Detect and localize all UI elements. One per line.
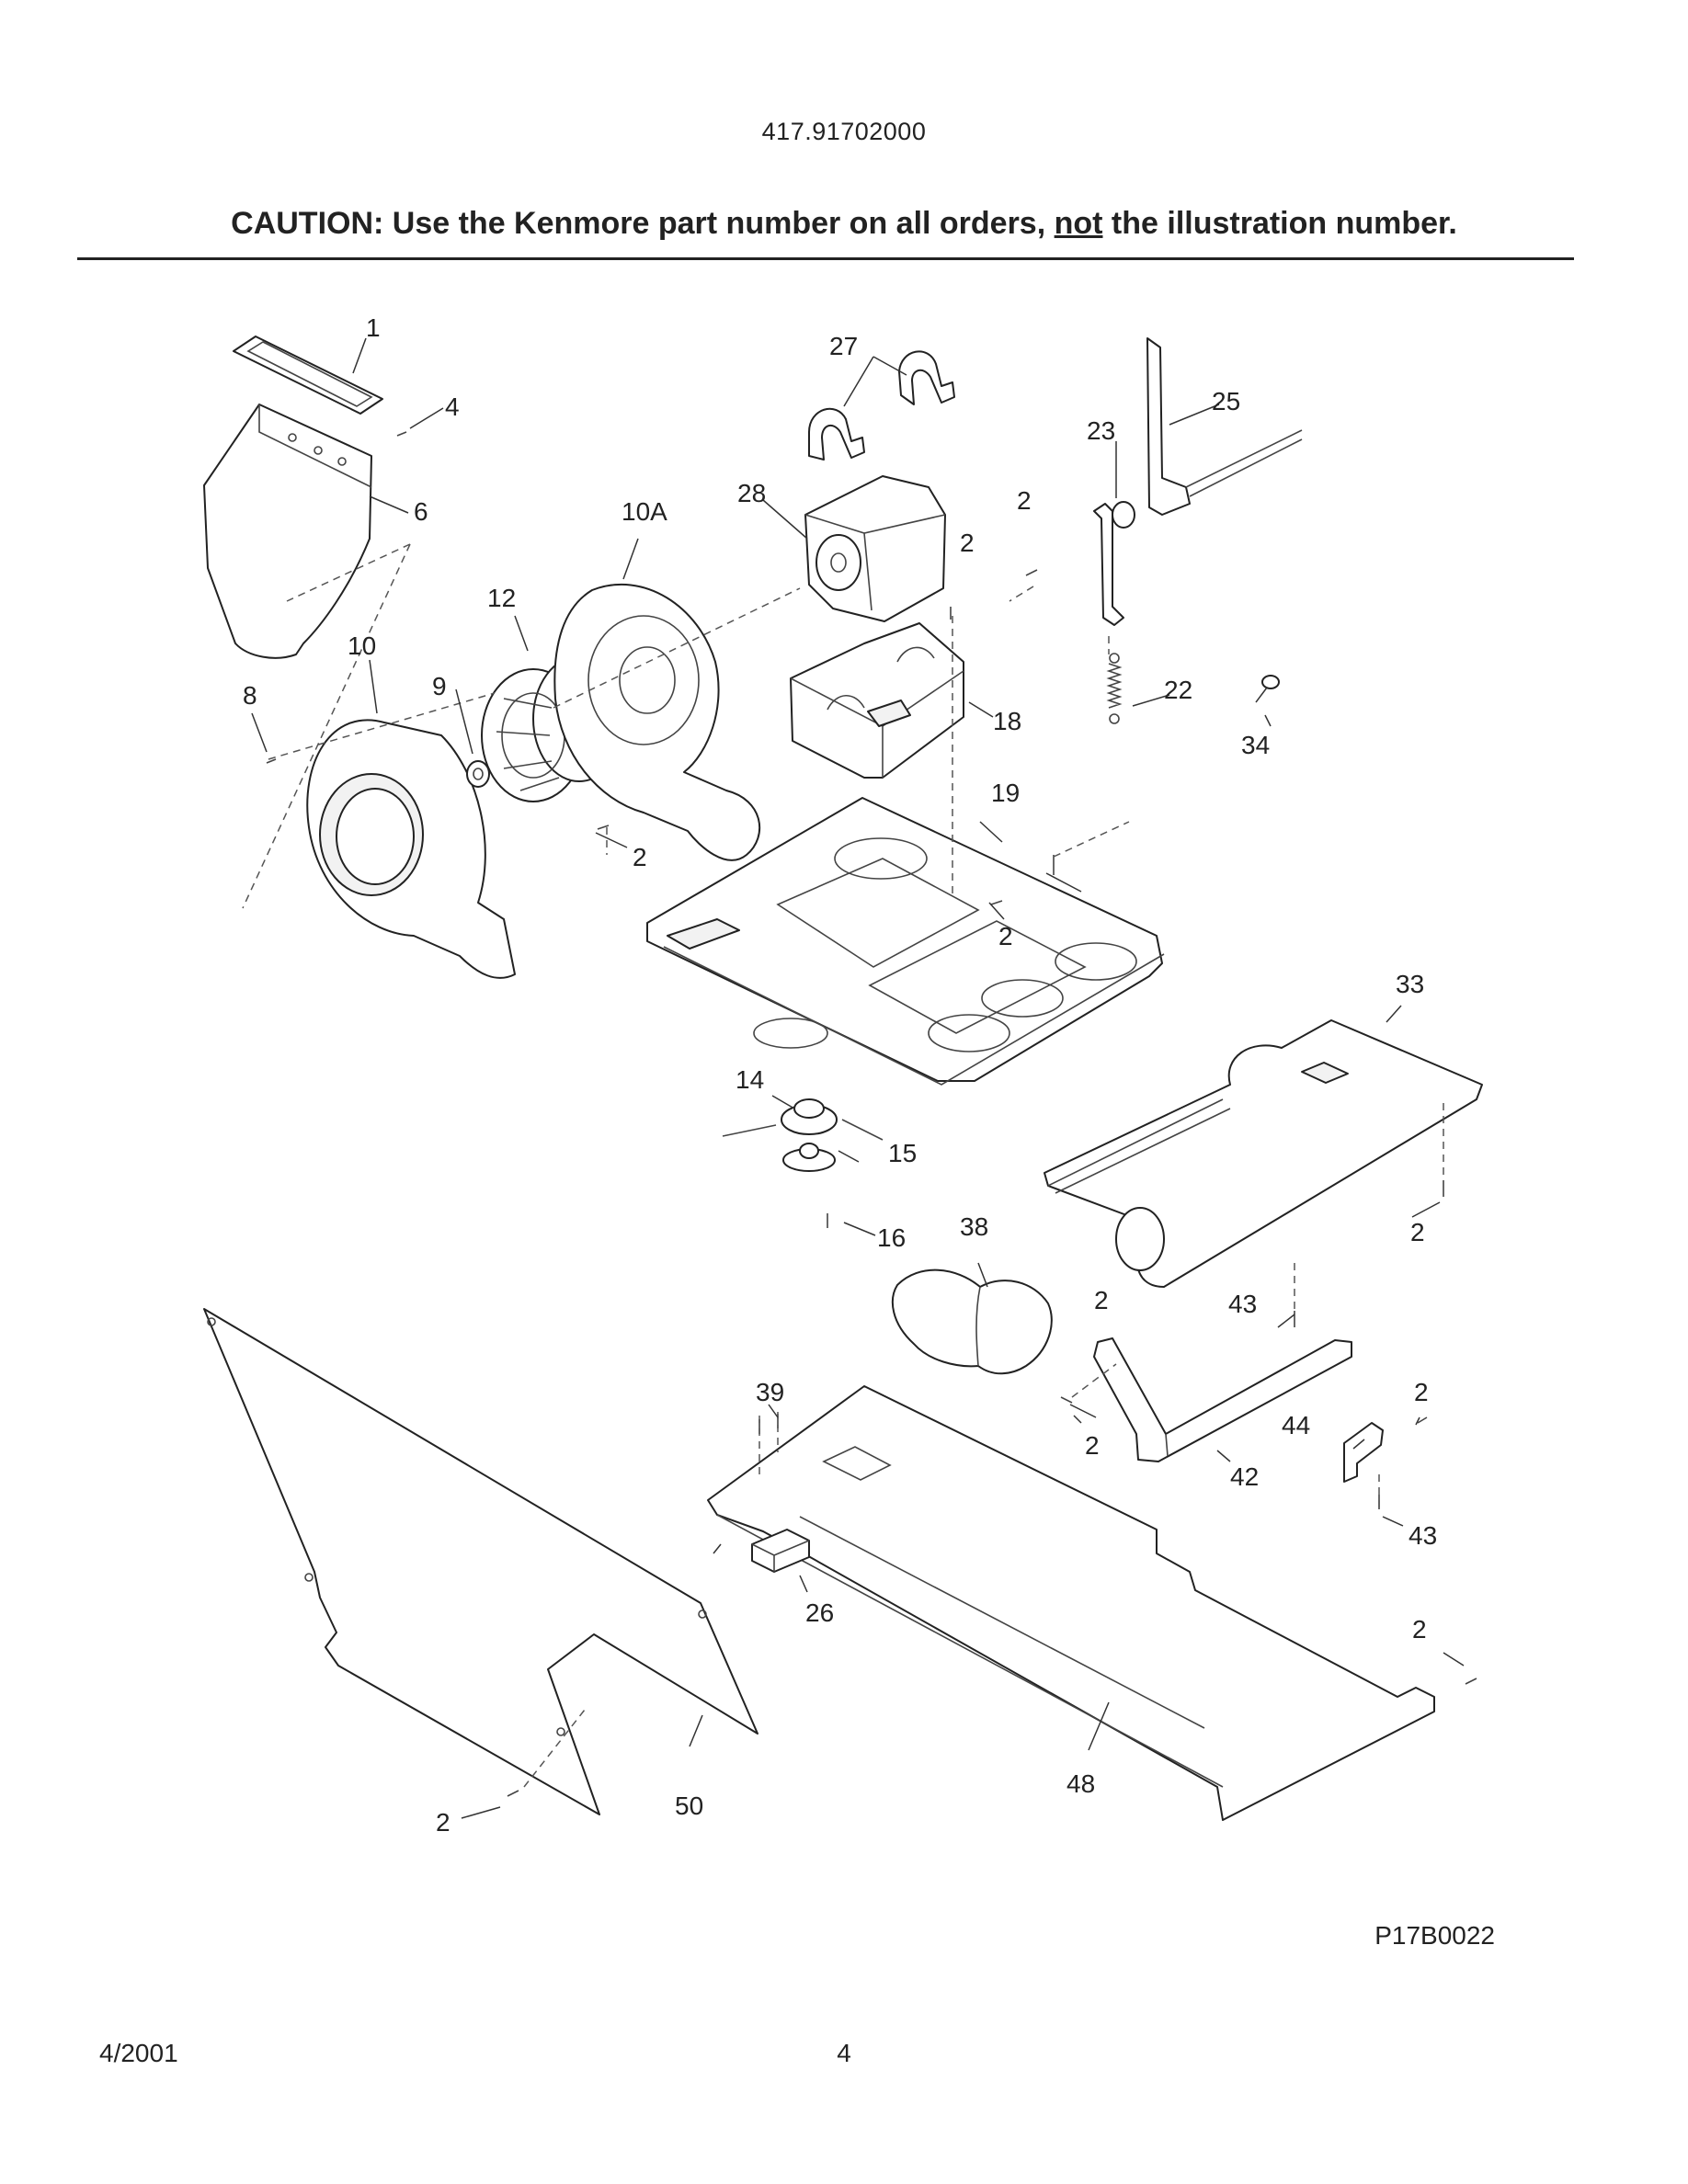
assembly-lines <box>242 543 1444 1788</box>
callout-1: 1 <box>366 313 381 342</box>
callout-4: 4 <box>445 392 460 421</box>
part-14-thermostat <box>722 1098 884 1141</box>
callout-48: 48 <box>1066 1769 1095 1798</box>
callout-2-panel: 2 <box>1410 1218 1425 1246</box>
part-1-gasket <box>233 336 383 415</box>
part-44-bracket <box>1343 1422 1384 1483</box>
callout-10: 10 <box>348 631 376 660</box>
callout-25: 25 <box>1212 387 1240 415</box>
callout-44: 44 <box>1282 1411 1310 1439</box>
part-50-side-panel <box>203 1308 758 1815</box>
part-33-panel <box>1044 1019 1483 1288</box>
footer-date: 4/2001 <box>99 2039 178 2067</box>
callout-39: 39 <box>756 1378 784 1406</box>
callout-2-rail-left: 2 <box>1085 1431 1100 1460</box>
callout-43-bottom: 43 <box>1409 1521 1437 1550</box>
page-number: 4 <box>837 2039 851 2067</box>
callout-38: 38 <box>960 1212 988 1241</box>
leader-lines <box>251 337 1465 1819</box>
part-19-base-plate <box>646 797 1165 1086</box>
part-22-spring <box>1106 653 1123 724</box>
part-34-screw <box>1255 675 1280 703</box>
callout-9: 9 <box>432 672 447 700</box>
callout-labels: 1 4 6 10A 12 10 9 8 2 27 28 2 2 23 25 18… <box>243 313 1437 1837</box>
part-38-elbow-duct <box>891 1268 1053 1375</box>
callout-15: 15 <box>888 1139 917 1167</box>
caution-notice: CAUTION: Use the Kenmore part number on … <box>0 206 1688 242</box>
callout-50: 50 <box>675 1792 703 1820</box>
callout-2-elbow: 2 <box>1094 1286 1109 1314</box>
callout-10a: 10A <box>622 497 667 526</box>
part-25-bracket <box>1146 337 1303 516</box>
callout-2-motor: 2 <box>960 529 975 557</box>
callout-18: 18 <box>993 707 1021 735</box>
callout-12: 12 <box>487 584 516 612</box>
header-divider <box>77 257 1574 260</box>
part-23-switch-arm <box>1093 501 1135 626</box>
callout-34: 34 <box>1241 731 1270 759</box>
callout-23: 23 <box>1087 416 1115 445</box>
callout-22: 22 <box>1164 676 1192 704</box>
part-9-washer <box>466 760 490 788</box>
part-18-motor-mount <box>790 622 964 779</box>
caution-suffix: the illustration number. <box>1102 206 1457 241</box>
part-6-duct <box>203 404 372 659</box>
callout-26: 26 <box>805 1598 834 1627</box>
part-26-block <box>751 1529 810 1573</box>
model-number: 417.91702000 <box>761 118 927 145</box>
callout-14: 14 <box>736 1065 764 1094</box>
part-15-thermostat-base <box>782 1143 836 1172</box>
callout-2-rail-right: 2 <box>1414 1378 1429 1406</box>
part-27-clips <box>808 350 955 461</box>
caution-emphasis: not <box>1054 206 1103 241</box>
callout-2-side: 2 <box>436 1808 451 1837</box>
part-10-blower-housing-front <box>306 719 516 979</box>
callout-2-arm: 2 <box>1017 486 1032 515</box>
callout-19: 19 <box>991 779 1020 807</box>
callout-6: 6 <box>414 497 428 526</box>
part-28-motor <box>804 475 946 622</box>
callout-42: 42 <box>1230 1462 1259 1491</box>
callout-27: 27 <box>829 332 858 360</box>
callout-2-tray: 2 <box>1412 1615 1427 1644</box>
callout-16: 16 <box>877 1223 906 1252</box>
callout-33: 33 <box>1396 970 1424 998</box>
diagram-code: P17B0022 <box>1374 1921 1495 1950</box>
callout-2-plate: 2 <box>998 922 1013 950</box>
callout-2-blower: 2 <box>633 843 647 871</box>
callout-8: 8 <box>243 681 257 710</box>
callout-28: 28 <box>737 479 766 507</box>
part-42-rail <box>1093 1337 1352 1462</box>
callout-43-top: 43 <box>1228 1290 1257 1318</box>
caution-prefix: CAUTION: Use the Kenmore part number on … <box>231 206 1055 241</box>
part-10a-blower-housing-back <box>553 583 761 861</box>
